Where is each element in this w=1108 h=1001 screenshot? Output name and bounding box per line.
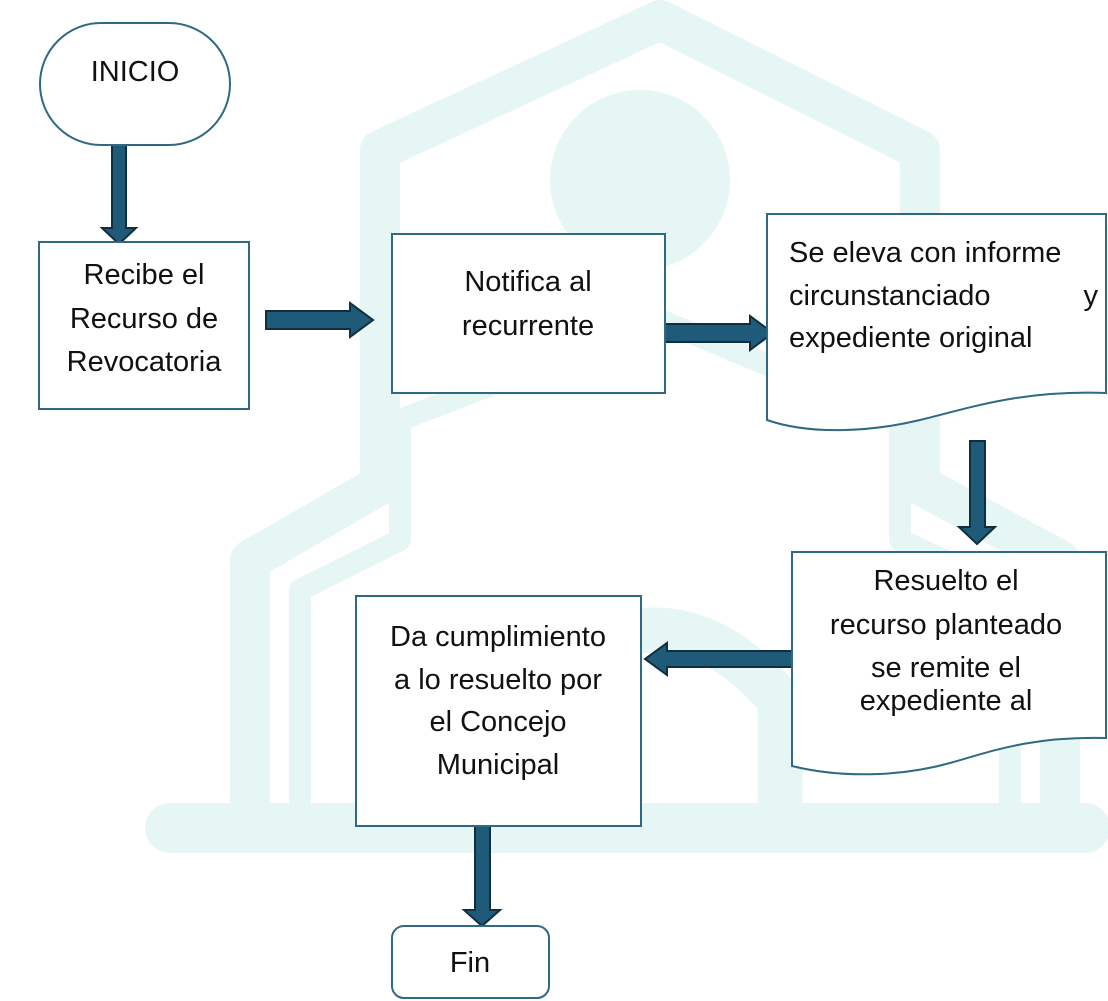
arrow-inicio-to-recibe	[99, 144, 139, 246]
node-recibe-label-2: Recurso de	[70, 303, 218, 335]
process-shape	[38, 241, 250, 410]
arrow-notifica-to-eleva	[664, 314, 775, 352]
terminator-shape	[39, 22, 231, 146]
arrow-recibe-to-notifica	[265, 301, 375, 339]
node-fin: Fin	[391, 925, 550, 999]
watermark-outer-outline	[230, 0, 1080, 840]
node-recibe-label-1: Recibe el	[84, 259, 205, 291]
node-cumplimiento-label-2: a lo resuelto por	[394, 664, 602, 696]
node-eleva-label-4: expediente original	[789, 322, 1032, 354]
arrow-cumplimiento-to-fin	[461, 825, 503, 928]
terminator-shape	[391, 925, 550, 999]
node-notifica-label-1: Notifica al	[464, 266, 591, 298]
node-notifica: Notifica al recurrente	[391, 233, 666, 394]
node-inicio: INICIO	[39, 22, 231, 146]
node-notifica-label-2: recurrente	[462, 310, 594, 342]
node-eleva: Se eleva con informe circunstanciado y e…	[766, 213, 1107, 432]
node-eleva-label-3: y	[1084, 280, 1099, 312]
node-inicio-label-1: INICIO	[91, 56, 180, 88]
node-cumplimiento-label-3: el Concejo	[429, 706, 566, 738]
node-recibe: Recibe el Recurso de Revocatoria	[38, 241, 250, 410]
node-cumplimiento-label-4: Municipal	[437, 749, 560, 781]
arrows	[99, 144, 998, 928]
document-shape	[766, 213, 1107, 432]
document-shape	[791, 551, 1107, 776]
node-resuelto-label-4: expediente al	[860, 685, 1033, 717]
watermark-circle	[550, 90, 730, 270]
node-recibe-label-3: Revocatoria	[67, 346, 223, 378]
node-eleva-label-2: circunstanciado	[789, 280, 991, 312]
arrow-resuelto-to-cumplimiento	[643, 641, 793, 677]
process-shape	[355, 595, 642, 827]
node-resuelto-label-3: se remite el	[871, 652, 1021, 684]
node-cumplimiento: Da cumplimiento a lo resuelto por el Con…	[355, 595, 642, 827]
node-resuelto-label-2: recurso planteado	[830, 609, 1062, 641]
process-shape	[391, 233, 666, 394]
node-cumplimiento-label-1: Da cumplimiento	[390, 621, 606, 653]
node-resuelto-label-1: Resuelto el	[873, 565, 1018, 597]
node-resuelto: Resuelto el recurso planteado se remite …	[791, 551, 1107, 776]
arrow-eleva-to-resuelto	[956, 440, 998, 546]
node-fin-label-1: Fin	[450, 947, 490, 979]
node-eleva-label-1: Se eleva con informe	[789, 237, 1061, 269]
